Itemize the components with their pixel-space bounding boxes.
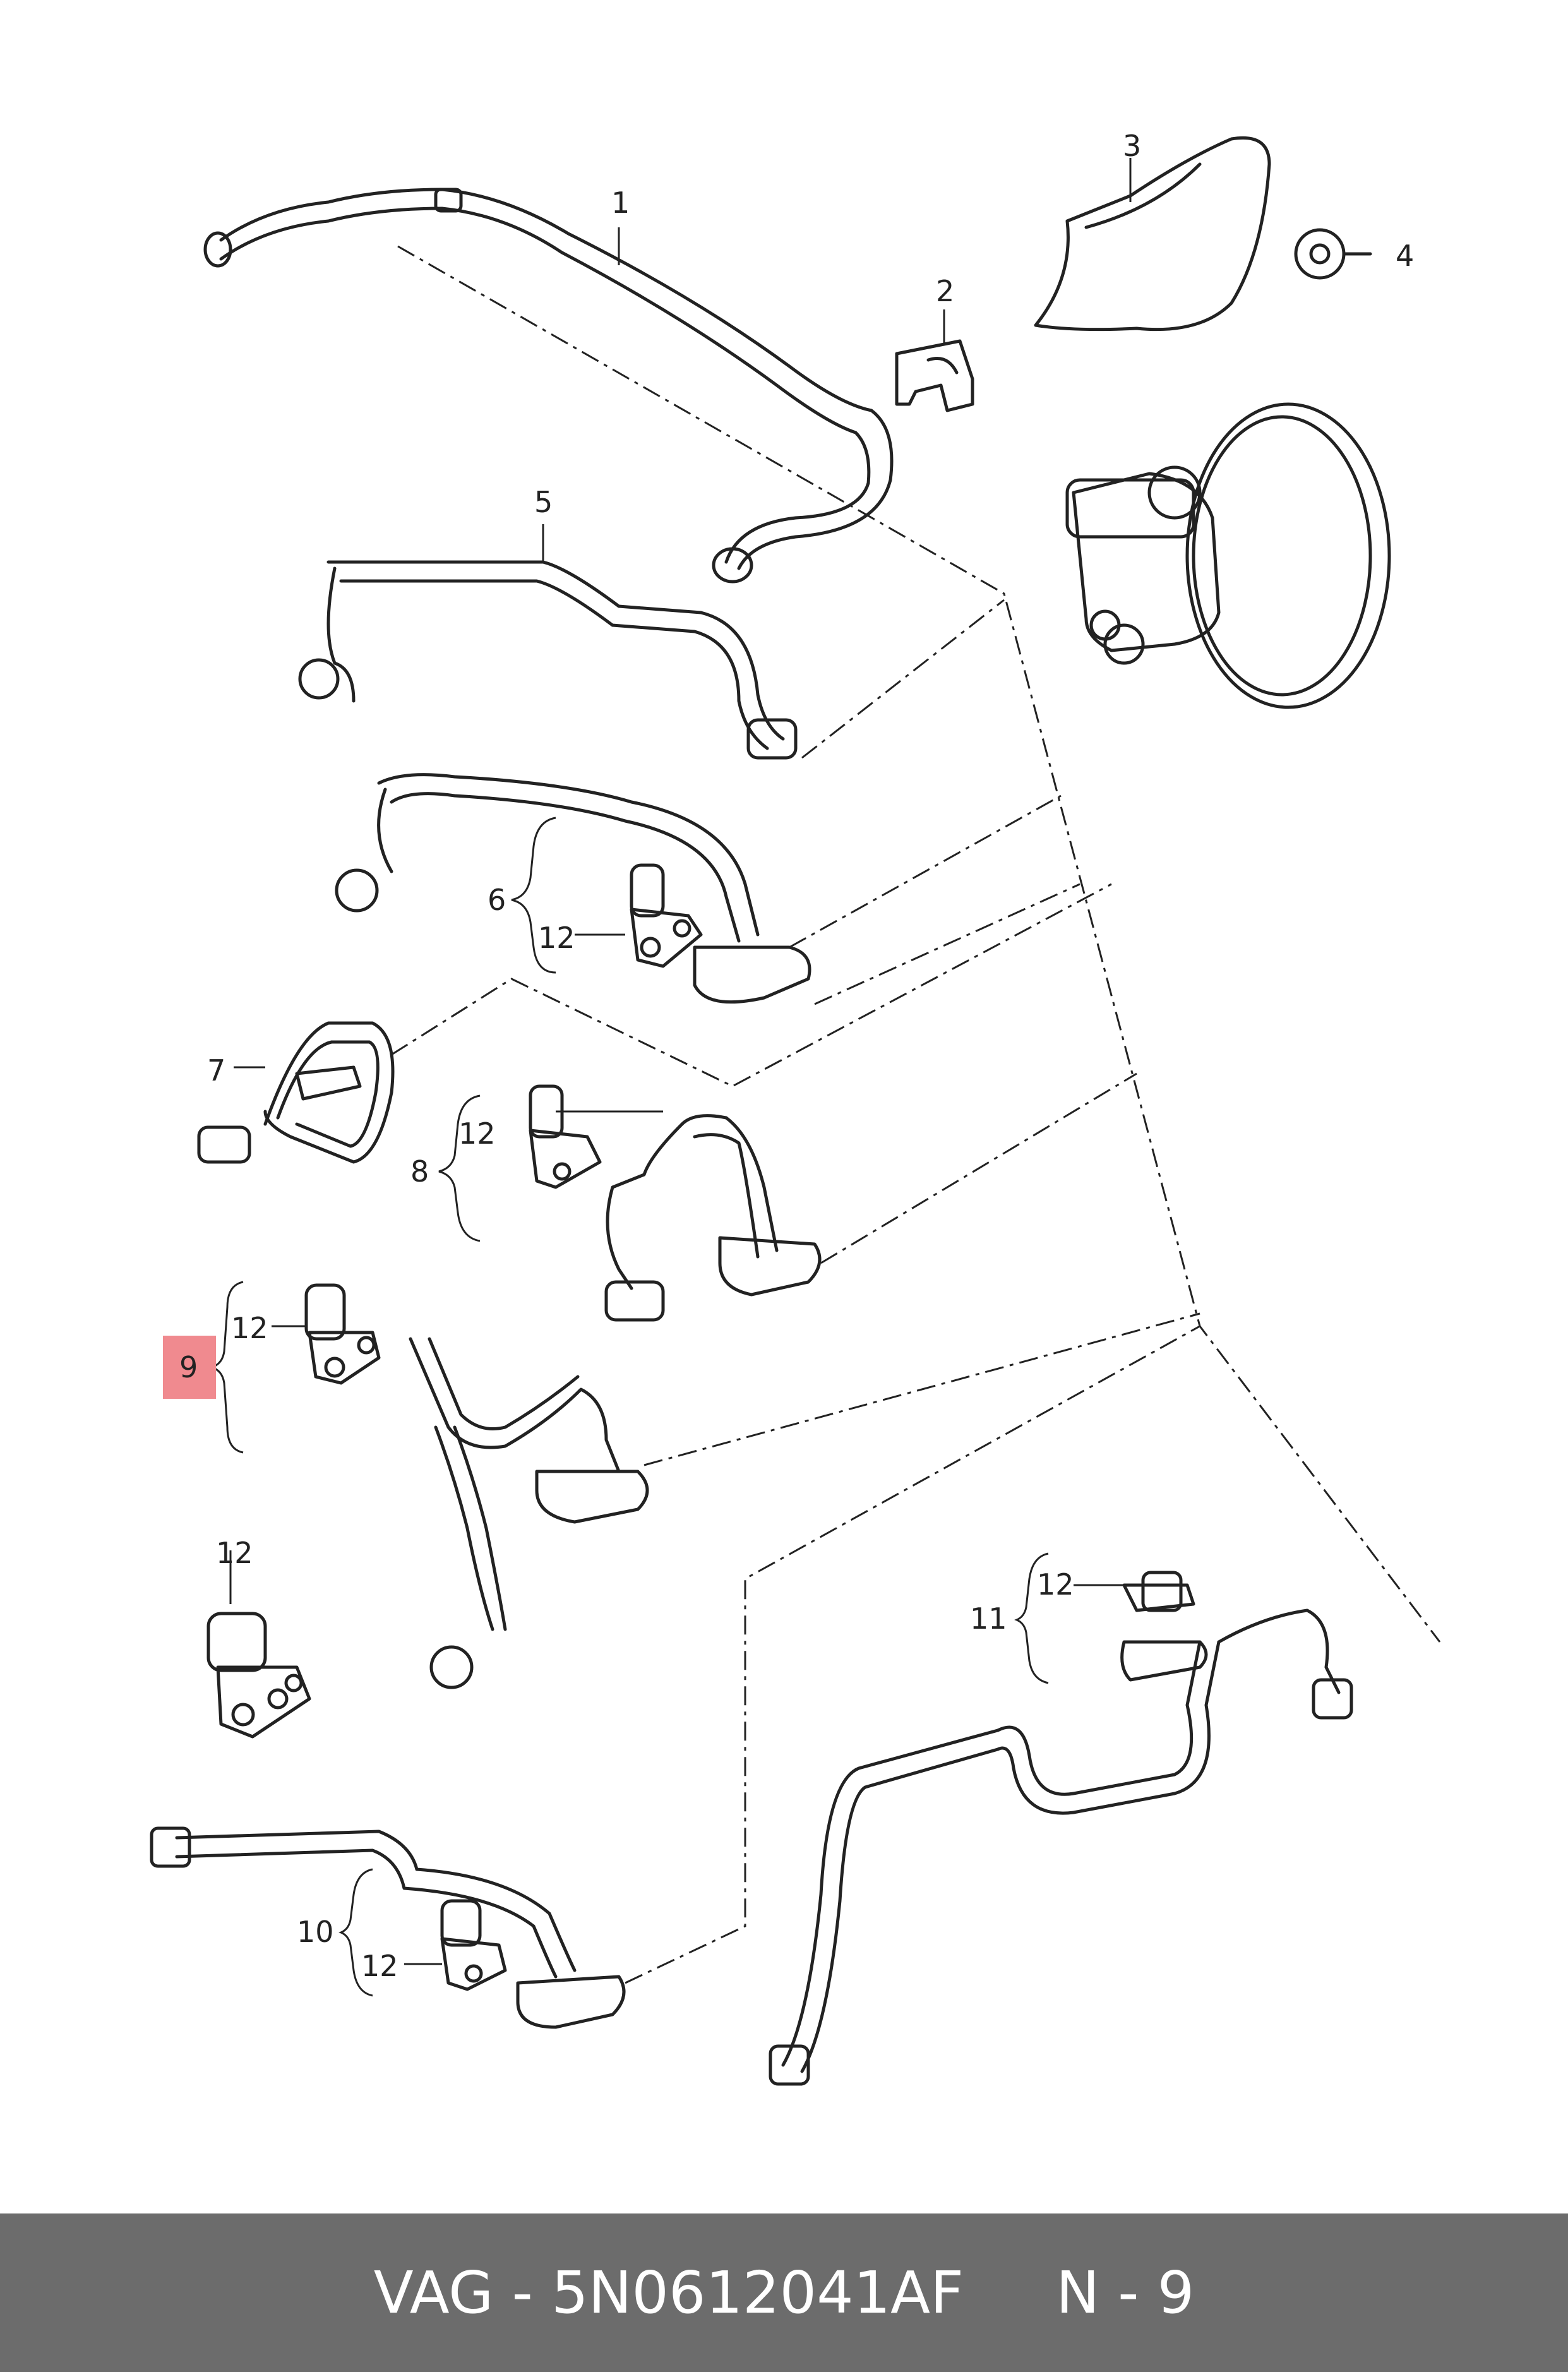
parts-diagram [150,136,1441,2086]
footer-part-label: VAG - 5N0612041AF N - 9 [373,2259,1195,2327]
footer-bar: VAG - 5N0612041AF N - 9 [0,2213,1568,2372]
callout-6: 6 [488,883,506,917]
callout-8: 8 [410,1154,429,1189]
callout-5: 5 [534,485,553,519]
hose-part-10 [150,1826,626,2029]
hose-part-8 [529,1084,822,1322]
callout-4: 4 [1396,239,1415,273]
callout-11: 11 [970,1602,1007,1636]
hose-part-6 [335,773,811,1004]
hose-part-9 [304,1283,649,1689]
callout-12-e: 12 [361,1949,398,1983]
callout-10: 10 [297,1915,334,1949]
callout-12-d: 12 [216,1536,253,1570]
hose-part-1 [203,188,894,584]
callout-12-b: 12 [458,1117,496,1151]
washer-part-4 [1294,228,1372,280]
hose-part-11 [769,1571,1353,2086]
shield-part-3 [1034,136,1271,332]
callout-3: 3 [1123,129,1142,163]
sensor-part-12 [206,1612,311,1739]
brake-booster [1065,402,1391,709]
callout-12-f: 12 [1037,1567,1074,1602]
callout-12-c: 12 [231,1311,268,1345]
callout-12-a: 12 [538,921,575,955]
callout-9: 9 [179,1350,198,1384]
clip-part-2 [895,339,974,412]
highlight-box-part-9 [163,1336,216,1399]
callout-7: 7 [207,1053,226,1087]
callout-1: 1 [611,186,630,220]
callout-2: 2 [936,274,955,308]
pipe-part-7 [197,1021,395,1164]
hose-part-5 [298,560,798,760]
